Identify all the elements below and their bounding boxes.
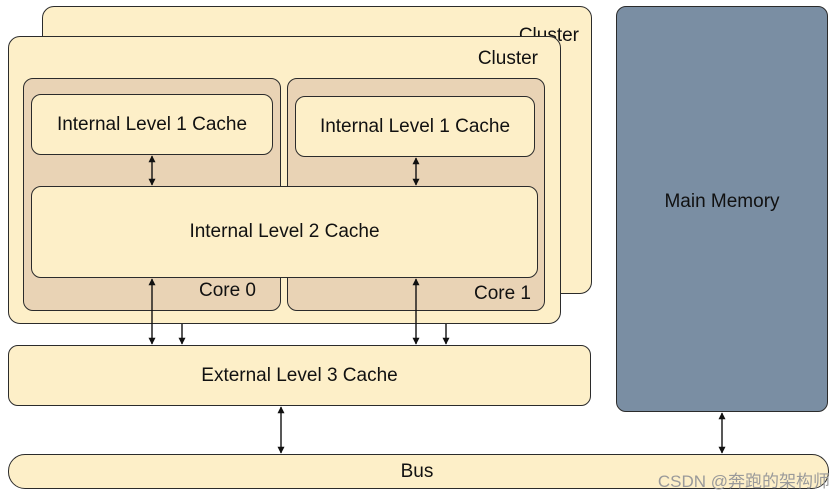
- watermark: CSDN @奔跑的架构师: [657, 472, 830, 491]
- bus: Bus: [8, 454, 829, 489]
- cluster-front-label: Cluster: [477, 48, 538, 69]
- main-memory-label: Main Memory: [664, 191, 780, 212]
- l1-cache-core-0: Internal Level 1 Cache: [31, 94, 273, 155]
- l1-cache-core-1-label: Internal Level 1 Cache: [319, 115, 511, 137]
- l2-cache-label: Internal Level 2 Cache: [189, 221, 380, 242]
- l2-cache: Internal Level 2 Cache: [31, 186, 538, 278]
- core-0-label: Core 0: [198, 280, 256, 301]
- bus-label: Bus: [400, 460, 434, 482]
- l1-cache-core-0-label: Internal Level 1 Cache: [56, 113, 248, 135]
- core-1-label: Core 1: [473, 283, 531, 304]
- main-memory: Main Memory: [616, 6, 828, 412]
- l3-cache-label: External Level 3 Cache: [201, 364, 398, 386]
- l1-cache-core-1: Internal Level 1 Cache: [295, 96, 535, 157]
- l3-cache: External Level 3 Cache: [8, 345, 591, 406]
